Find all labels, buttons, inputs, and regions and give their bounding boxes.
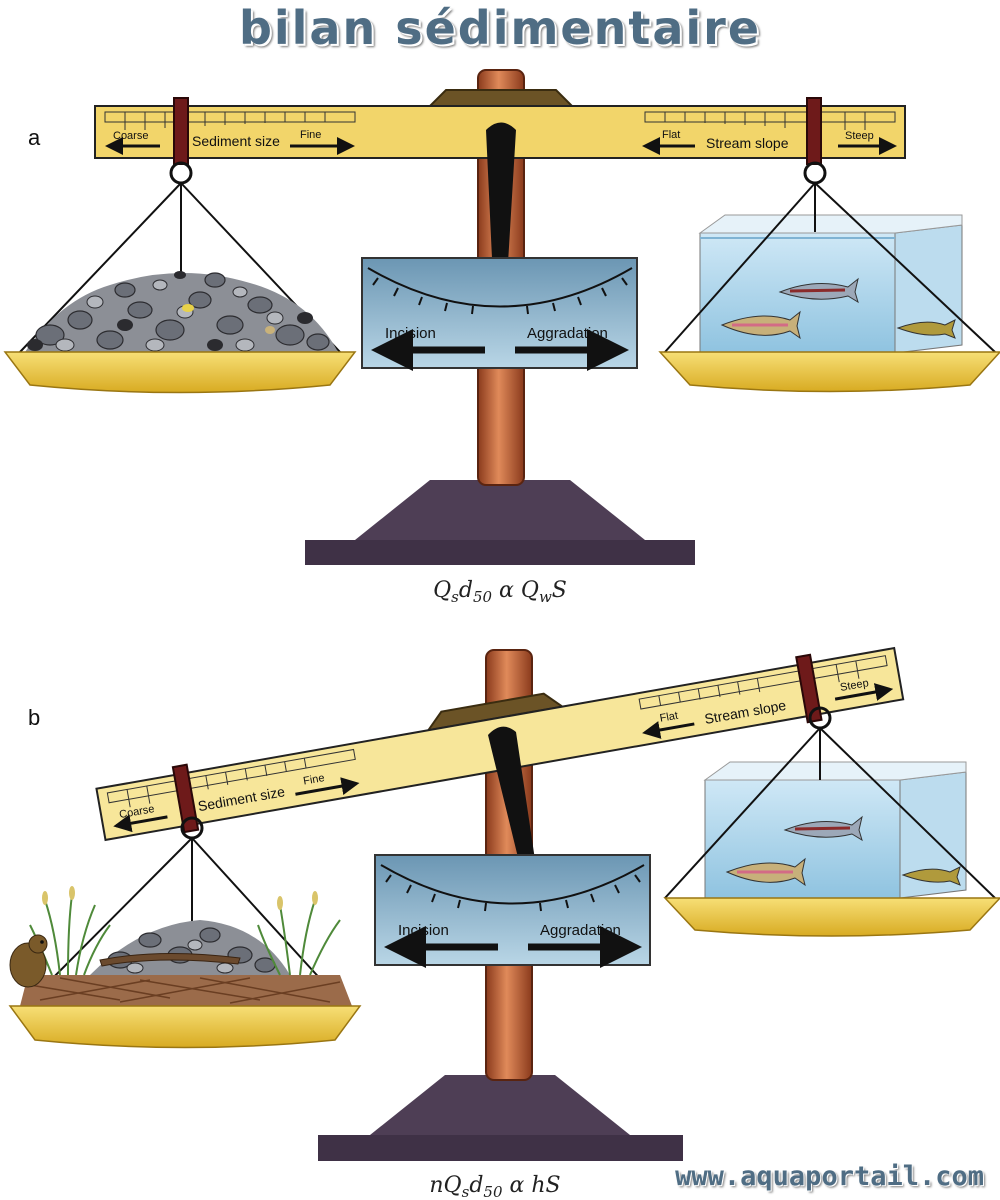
- panel-a-incision-label: Incision: [385, 325, 436, 342]
- panel-b-flat-label: Flat: [659, 710, 679, 725]
- panel-a: a: [3, 69, 1000, 606]
- panel-a-letter: a: [28, 125, 41, 150]
- page-title: bilan sédimentaire: [238, 1, 762, 55]
- panel-a-base-plate: [305, 540, 695, 565]
- panel-b-sediment-pan: [8, 816, 362, 1049]
- panel-a-aggradation-label: Aggradation: [527, 325, 608, 342]
- panel-b-base: [370, 1075, 630, 1135]
- panel-a-dial: Incision Aggradation: [361, 257, 638, 371]
- panel-b-equation: nQsd50 α hS: [429, 1173, 560, 1200]
- panel-b-incision-label: Incision: [398, 922, 449, 939]
- panel-a-sediment-size-label: Sediment size: [192, 133, 280, 149]
- panel-b-right-slider: [795, 653, 823, 724]
- panel-b-letter: b: [28, 705, 40, 730]
- panel-b-base-plate: [318, 1135, 683, 1161]
- fish-tank: [703, 761, 967, 899]
- panel-a-coarse-label: Coarse: [113, 130, 148, 142]
- fish-trout: [725, 857, 806, 887]
- panel-a-left-slider: [173, 97, 189, 165]
- panel-a-equation: Qsd50 α QwS: [433, 578, 567, 606]
- fish-sculpin: [901, 866, 961, 886]
- panel-a-fine-label: Fine: [300, 129, 321, 141]
- panel-b-aggradation-label: Aggradation: [540, 922, 621, 939]
- grass-right: [257, 899, 341, 976]
- log: [99, 952, 241, 967]
- panel-a-sediment-pan: [3, 161, 357, 394]
- grass-left: [29, 894, 111, 976]
- panel-a-stream-slope-label: Stream slope: [706, 135, 789, 151]
- riparian-scene: [9, 886, 352, 1006]
- panel-b-water-pan: [663, 706, 1000, 937]
- fish-trout: [720, 310, 801, 340]
- panel-b: b: [8, 646, 1000, 1200]
- panel-b-left-slider: [171, 763, 200, 834]
- fish-dace: [783, 815, 863, 842]
- gravel-pile: [25, 271, 338, 352]
- panel-a-right-slider: [806, 97, 822, 165]
- panel-b-fine-label: Fine: [302, 772, 325, 788]
- panel-a-fulcrum: [427, 89, 575, 107]
- panel-b-steep-label: Steep: [839, 677, 869, 694]
- fish-sculpin: [896, 319, 956, 339]
- panel-a-steep-label: Steep: [845, 130, 874, 142]
- watermark-url: www.aquaportail.com: [675, 1161, 984, 1192]
- panel-a-water-pan: [658, 161, 1000, 393]
- fish-dace: [778, 277, 859, 304]
- beaver: [9, 934, 48, 988]
- panel-a-flat-label: Flat: [662, 129, 680, 141]
- panel-b-dial: Incision Aggradation: [374, 854, 651, 968]
- panel-a-base: [355, 480, 645, 540]
